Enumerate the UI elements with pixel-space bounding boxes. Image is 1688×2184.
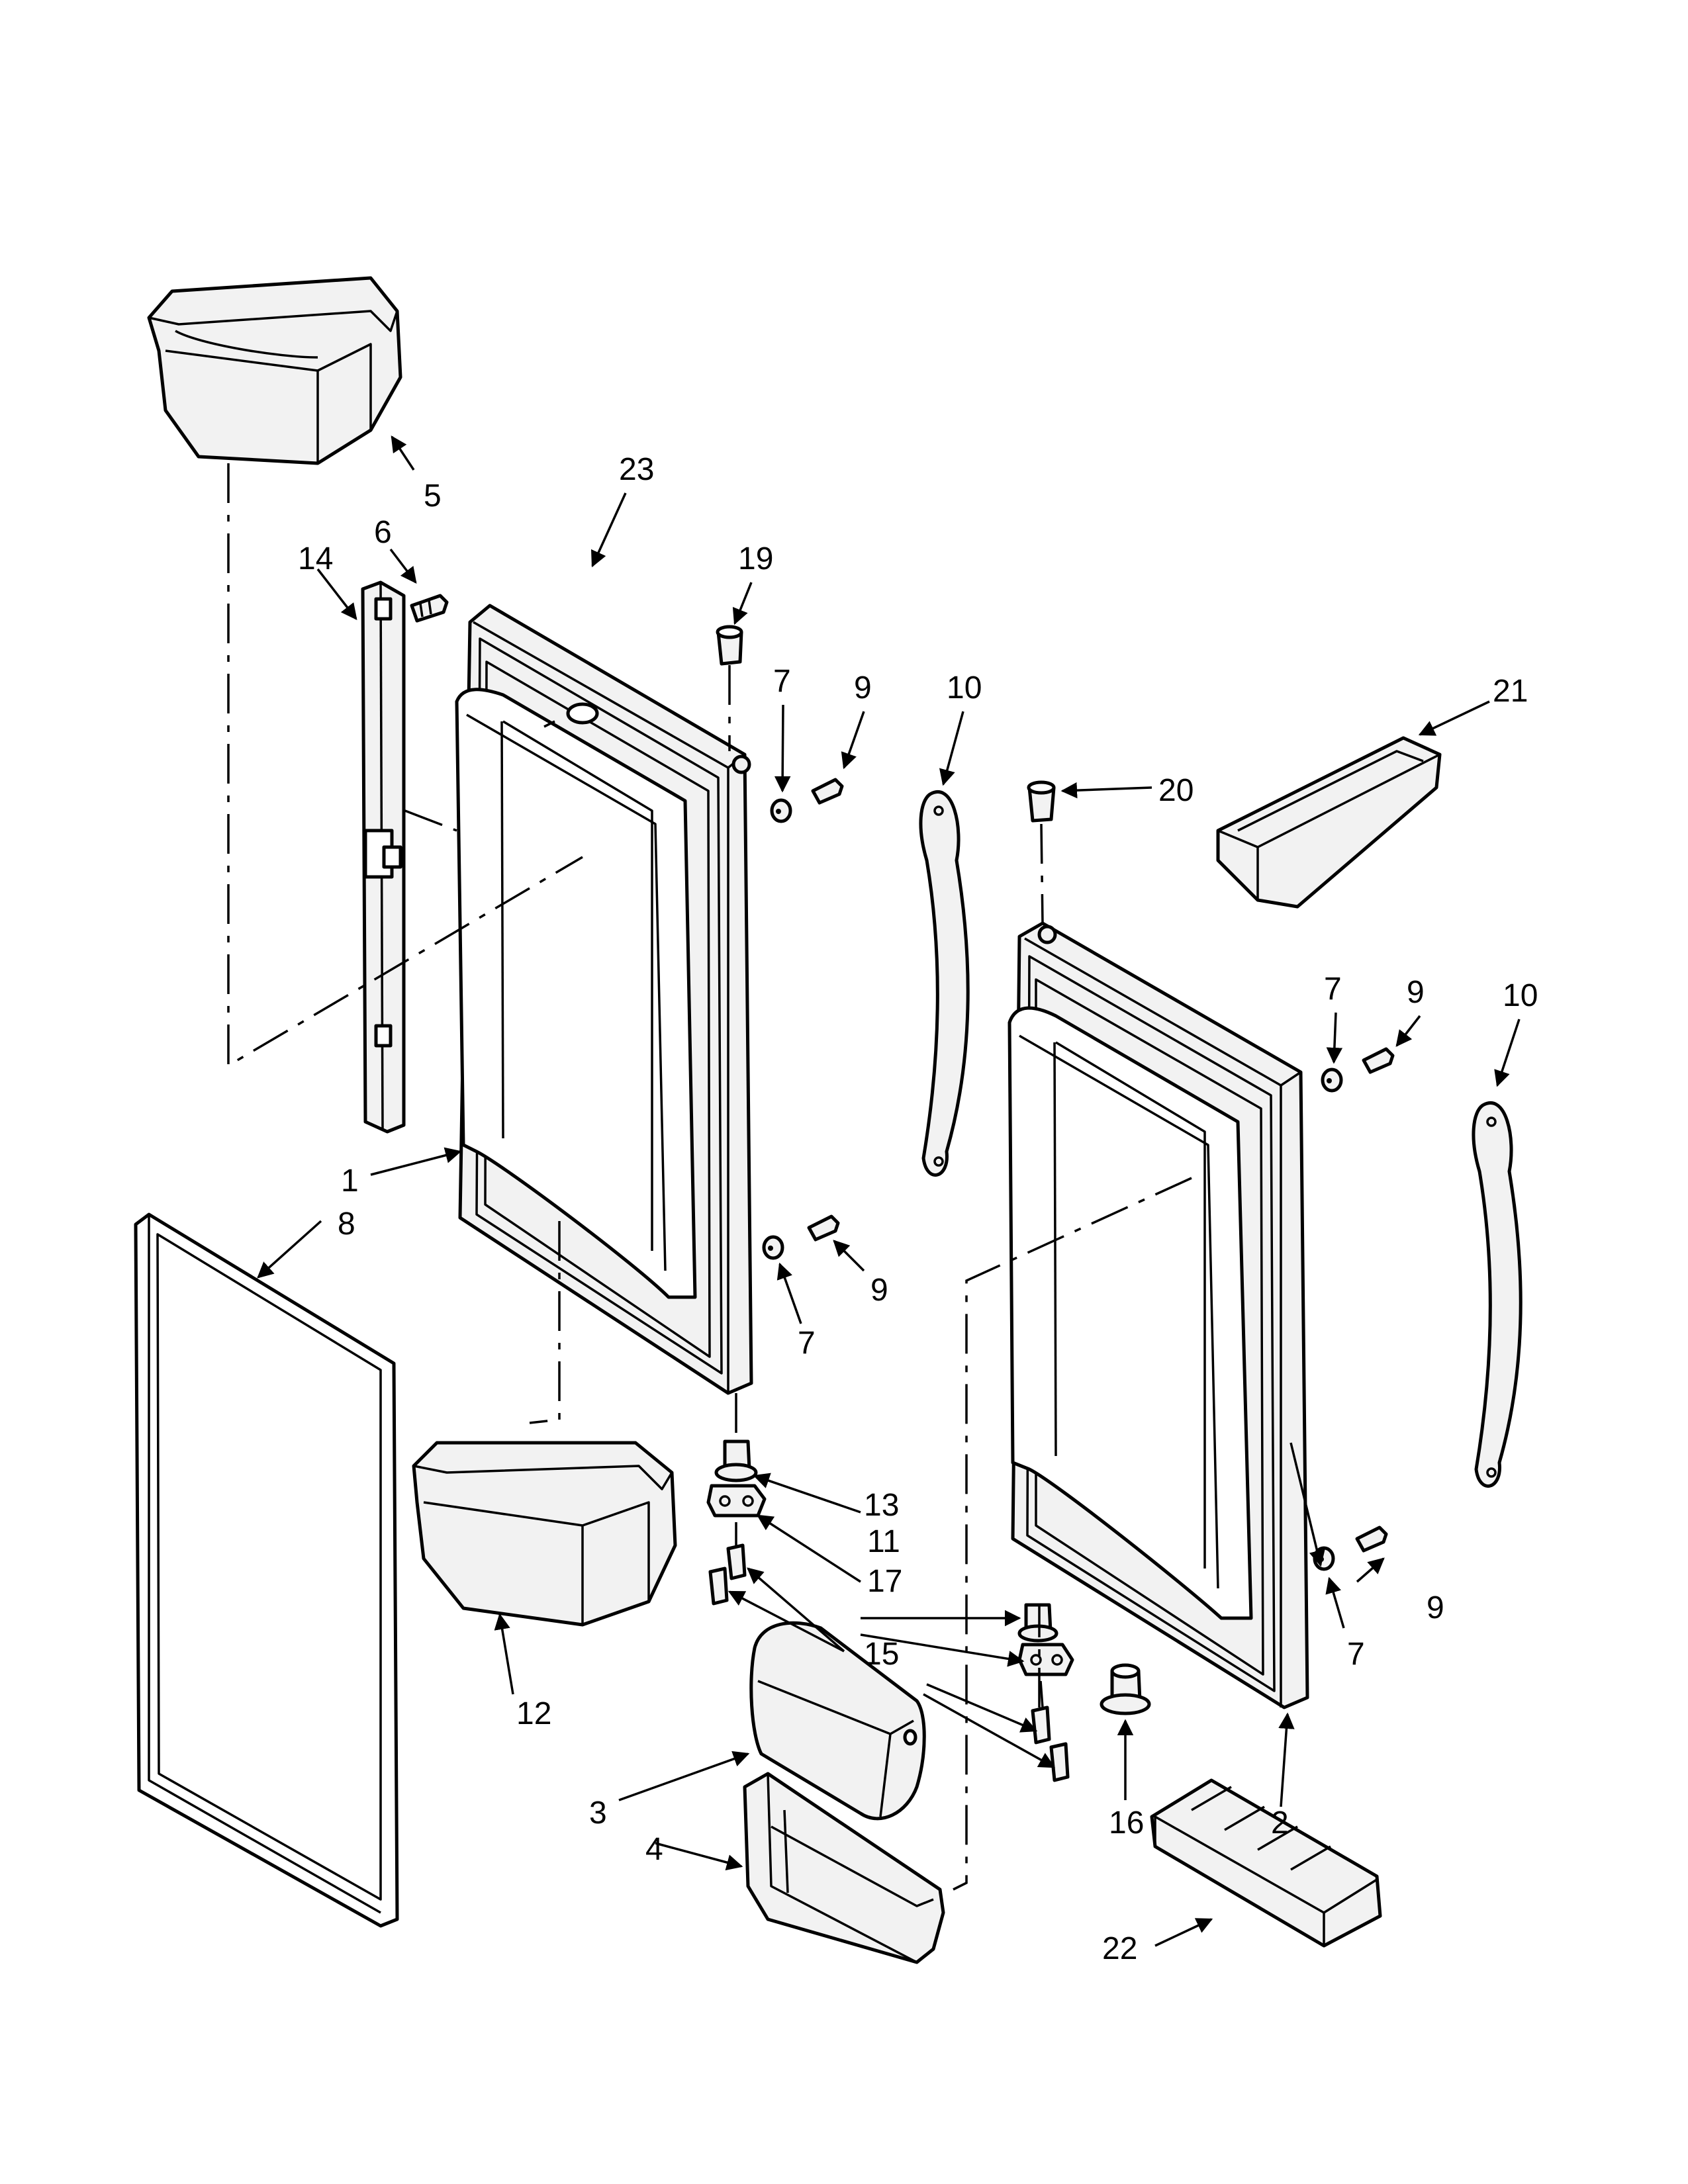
callout-21: 21 [1493,674,1528,709]
leader-lines [257,435,1521,1947]
callout-5: 5 [424,478,442,514]
callout-labels: 5 6 14 23 19 7 9 10 21 20 7 9 10 1 8 9 7… [298,452,1538,1966]
callout-7-a: 7 [773,664,791,699]
part-7-washer-b [762,1235,784,1260]
callout-6: 6 [374,515,392,550]
part-20-bushing [1027,780,1056,823]
part-22-ice-tray [1150,1778,1382,1948]
part-15-screw-c [1031,1706,1051,1745]
part-9-screw-a [811,778,844,805]
callout-1: 1 [341,1163,359,1199]
callout-3: 3 [589,1796,607,1831]
callout-9-c: 9 [1407,975,1425,1010]
callout-7-c: 7 [1324,972,1342,1007]
part-9-screw-c [1362,1047,1395,1074]
part-4-shelf-bin [743,1772,945,1964]
part-8-door-gasket [134,1212,399,1928]
part-7-washer-a [770,798,792,823]
alignment-lines [227,463,1192,1891]
part-23-plug [566,702,599,725]
callout-7-b: 7 [798,1326,816,1361]
part-15-screw-d [1049,1742,1070,1782]
part-21-small-bin [1216,736,1442,909]
callout-10-b: 10 [1503,978,1538,1013]
part-1-left-door [455,604,753,1395]
callout-11: 11 [867,1524,900,1559]
part-13-hinge-pin [714,1439,758,1482]
callout-16: 16 [1109,1805,1144,1841]
callout-7-d: 7 [1347,1637,1365,1672]
part-6-screw [410,594,449,623]
part-5-door-bin [147,276,402,465]
callout-9-b: 9 [870,1273,888,1308]
part-9-screw-d [1355,1525,1388,1553]
callout-19: 19 [738,541,773,576]
callout-9-a: 9 [854,670,872,705]
part-15-screw-a [726,1543,747,1580]
callout-8: 8 [338,1206,355,1242]
callout-9-d: 9 [1427,1590,1444,1625]
part-11-hinge-pin [1017,1603,1058,1643]
part-3-cover [749,1621,926,1821]
part-9-screw-b [807,1214,840,1242]
callout-15: 15 [864,1637,899,1672]
part-2-right-door [1008,921,1309,1709]
callout-4: 4 [645,1832,663,1867]
part-10-handle-a [919,790,970,1177]
part-10-handle-b [1472,1101,1523,1488]
part-17-hinge-bracket-b [1017,1643,1074,1676]
callout-10-a: 10 [947,670,982,705]
part-17-hinge-bracket-a [706,1484,767,1518]
part-15-screw-b [708,1567,729,1606]
callout-17: 17 [867,1564,902,1599]
callout-2: 2 [1271,1805,1289,1841]
part-7-washer-c [1321,1068,1343,1093]
callout-14: 14 [298,541,333,576]
callout-20: 20 [1158,773,1194,808]
callout-13: 13 [864,1488,899,1523]
callout-23: 23 [619,452,654,487]
part-19-bushing [716,625,743,666]
callout-22: 22 [1102,1931,1137,1966]
part-12-door-bin [412,1441,677,1627]
part-14-hinge-rail [361,580,406,1134]
part-16-bearing [1100,1663,1151,1715]
callout-12: 12 [516,1696,551,1731]
